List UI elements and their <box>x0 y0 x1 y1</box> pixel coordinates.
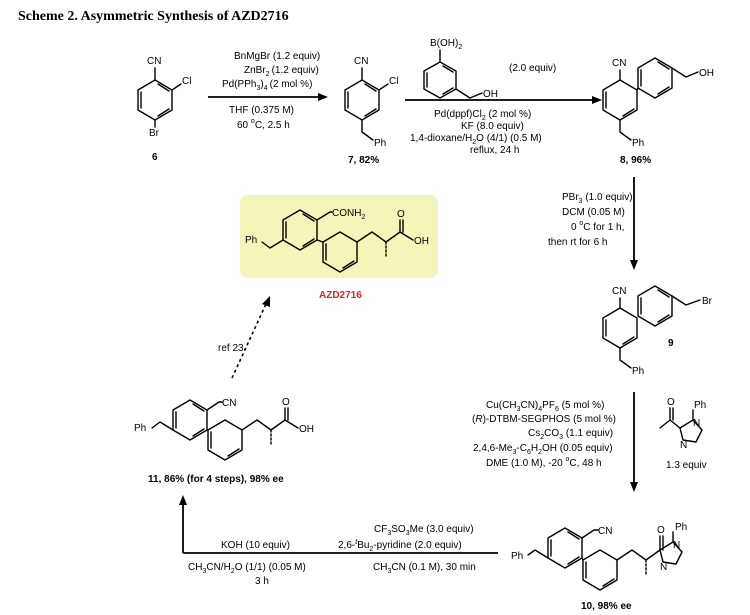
compound-10-label: 10, 98% ee <box>581 601 632 612</box>
step-6-line-1: KOH (10 equiv) <box>221 540 290 551</box>
step-5-line-2: 2,6-tBu2-pyridine (2.0 equiv) <box>338 539 462 553</box>
atom-ph: Ph <box>134 423 146 434</box>
compound-7-label: 7, 82% <box>348 155 379 166</box>
step-5-line-3: CH3CN (0.1 M), 30 min <box>373 562 476 575</box>
compound-7: CN Cl Ph 7, 82% <box>344 56 398 166</box>
compound-9-label: 9 <box>668 338 674 349</box>
atom-cn: CN <box>598 526 612 537</box>
atom-oh: OH <box>414 236 429 247</box>
compound-11: CN O OH Ph 11, 86% (for 4 steps), 98% ee <box>134 397 314 485</box>
step-6-line-2: CH3CN/H2O (1/1) (0.05 M) <box>188 562 306 575</box>
atom-ph: Ph <box>511 551 523 562</box>
compound-9: CN Br Ph 9 <box>602 285 713 377</box>
compound-11-label: 11, 86% (for 4 steps), 98% ee <box>148 474 284 485</box>
atom-oh: OH <box>699 68 714 79</box>
atom-cn: CN <box>612 58 626 69</box>
compound-8-label: 8, 96% <box>620 155 651 166</box>
step-2-line-2: KF (8.0 equiv) <box>461 121 524 132</box>
scheme-title: Scheme 2. Asymmetric Synthesis of AZD271… <box>18 9 289 24</box>
atom-br: Br <box>702 296 713 307</box>
step-3-line-3: 0 oC for 1 h, <box>571 220 624 233</box>
atom-oh: OH <box>483 89 498 100</box>
step-1-line-1: BnMgBr (1.2 equiv) <box>234 51 320 62</box>
compound-azd2716: CONH2 O OH Ph <box>245 208 429 273</box>
step-5-6: CF3SO3Me (3.0 equiv) 2,6-tBu2-pyridine (… <box>179 495 498 587</box>
step-3-line-1: PBr3 (1.0 equiv) <box>562 192 633 205</box>
atom-ph: Ph <box>245 235 257 246</box>
step-1-line-2: ZnBr2(1.2 equiv) <box>244 65 319 78</box>
step-4: Cu(CH3CN)4PF6 (5 mol %) (R)-DTBM-SEGPHOS… <box>472 392 638 492</box>
step-2-line-1: Pd(dppf)Cl2 (2 mol %) <box>434 109 531 122</box>
step-4-line-3: Cs2CO3 (1.1 equiv) <box>528 428 613 441</box>
step-4-line-1: Cu(CH3CN)4PF6 (5 mol %) <box>486 400 604 413</box>
atom-ph: Ph <box>632 366 644 377</box>
atom-ph: Ph <box>632 138 644 149</box>
atom-n2: N <box>660 562 667 573</box>
ref-23-label: ref 23 <box>218 343 244 354</box>
step-4-line-2: (R)-DTBM-SEGPHOS (5 mol %) <box>472 414 616 425</box>
atom-ph: Ph <box>694 400 706 411</box>
step-4-line-4: 2,4,6-Me3-C6H2OH (0.05 equiv) <box>473 443 613 456</box>
compound-6: CN Cl Br 6 <box>137 56 191 163</box>
step-3-line-2: DCM (0.05 M) <box>562 207 625 218</box>
atom-cn: CN <box>612 286 626 297</box>
atom-cl: Cl <box>182 76 191 87</box>
step-2-line-3: 1,4-dioxane/H2O (4/1) (0.5 M) <box>410 133 542 146</box>
atom-n2: N <box>680 440 687 451</box>
atom-o: O <box>282 397 290 408</box>
atom-n1: N <box>673 540 680 551</box>
step-6-line-3: 3 h <box>255 576 269 587</box>
atom-cn: CN <box>354 56 368 67</box>
atom-ph: Ph <box>374 138 386 149</box>
boronic-acid-reagent: B(OH)2 OH (2.0 equiv) <box>423 38 556 100</box>
compound-6-label: 6 <box>152 152 158 163</box>
atom-o: O <box>657 525 665 536</box>
atom-o: O <box>667 397 675 408</box>
step-1-line-5: 60 oC, 2.5 h <box>237 118 290 131</box>
atom-conh2: CONH2 <box>332 208 365 221</box>
atom-ph-n: Ph <box>675 522 687 533</box>
step-3: PBr3 (1.0 equiv) DCM (0.05 M) 0 oC for 1… <box>548 177 638 270</box>
atom-cn: CN <box>147 56 161 67</box>
atom-br: Br <box>149 128 160 139</box>
compound-10: CN O N N Ph Ph 10, 98% ee <box>511 522 687 612</box>
step-4-line-5: DME (1.0 M), -20 oC, 48 h <box>486 456 602 469</box>
step-7: ref 23 <box>218 296 270 379</box>
boronic-equiv: (2.0 equiv) <box>509 63 556 74</box>
step-3-line-4: then rt for 6 h <box>548 237 607 248</box>
step-1-line-3: Pd(PPh3)4(2 mol %) <box>222 79 312 92</box>
imidazole-reagent: O N N Ph 1.3 equiv <box>659 397 707 471</box>
atom-oh: OH <box>299 424 314 435</box>
step-1-line-4: THF (0.375 M) <box>229 105 294 116</box>
atom-o: O <box>397 209 405 220</box>
boronic-boh-label: B(OH)2 <box>430 38 462 51</box>
atom-n1: N <box>693 418 700 429</box>
atom-cn: CN <box>222 398 236 409</box>
atom-cl: Cl <box>389 76 398 87</box>
step-5-line-1: CF3SO3Me (3.0 equiv) <box>374 524 474 537</box>
step-1: BnMgBr (1.2 equiv) ZnBr2(1.2 equiv) Pd(P… <box>208 51 328 131</box>
compound-8: CN OH Ph 8, 96% <box>602 57 714 166</box>
step-2: Pd(dppf)Cl2 (2 mol %) KF (8.0 equiv) 1,4… <box>405 96 602 156</box>
target-label: AZD2716 <box>319 290 362 301</box>
imidazole-equiv: 1.3 equiv <box>666 460 707 471</box>
step-2-line-4: reflux, 24 h <box>470 145 519 156</box>
